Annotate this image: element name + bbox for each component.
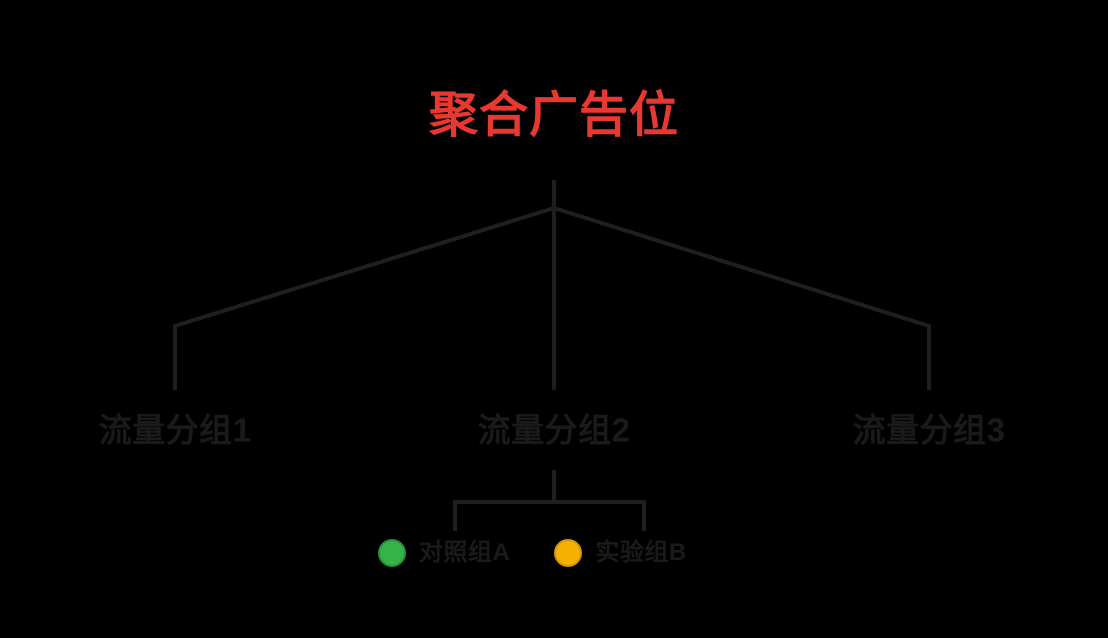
orange-dot-icon	[554, 539, 583, 567]
green-dot-icon	[378, 539, 406, 567]
variant-legend: 对照组A 实验组B	[378, 539, 687, 567]
root-node-label: 聚合广告位	[428, 88, 680, 143]
legend-item-control-a: 对照组A	[378, 539, 510, 567]
edge-root-to-group-1	[173, 206, 555, 390]
legend-label-experiment-b: 实验组B	[595, 539, 687, 566]
group-node-3-label: 流量分组3	[852, 411, 1006, 449]
legend-item-experiment-b: 实验组B	[554, 539, 686, 567]
group-node-2-label: 流量分组2	[477, 411, 631, 449]
edge-group2-bracket	[453, 500, 646, 531]
group-node-1-label: 流量分组1	[98, 411, 252, 449]
edge-root-to-group-3	[553, 206, 931, 390]
legend-label-control-a: 对照组A	[419, 539, 511, 566]
